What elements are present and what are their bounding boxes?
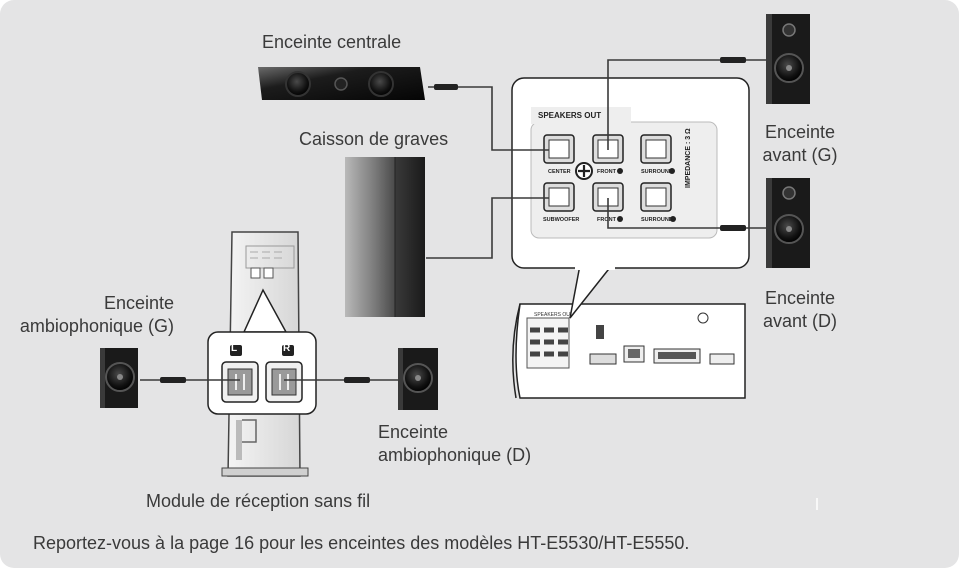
subwoofer (345, 157, 425, 317)
surround-right-label-line1: Enceinte (378, 422, 449, 442)
front-right-label-line1: Enceinte (764, 288, 836, 308)
terminal-label-front-left: FRONT (597, 169, 617, 175)
svg-text:SPEAKERS OUT: SPEAKERS OUT (534, 312, 573, 318)
terminal-label-subwoofer: SUBWOOFER (543, 217, 579, 223)
center-speaker-label: Enceinte centrale (262, 32, 402, 52)
front-right-label-line2: avant (D) (762, 311, 838, 331)
module-right-label: R (283, 343, 291, 354)
front-left-label-line2: avant (G) (762, 145, 838, 165)
cable-connectors (160, 57, 746, 383)
surround-left-speaker (100, 348, 138, 408)
plus-icon (575, 162, 593, 180)
front-right-label: Enceinte avant (D) (755, 287, 845, 333)
module-left-label: L (231, 343, 238, 354)
surround-right-label: Enceinte ambiophonique (D) (378, 421, 531, 467)
surround-left-label-line1: Enceinte (103, 293, 174, 313)
wireless-module-label: Module de réception sans fil (146, 491, 371, 511)
front-left-label-line1: Enceinte (764, 122, 836, 142)
subwoofer-label: Caisson de graves (299, 129, 449, 149)
speakers-out-title: SPEAKERS OUT (538, 111, 601, 120)
terminal-surround-left (640, 134, 672, 164)
center-speaker (258, 67, 425, 100)
main-unit-rear: SPEAKERS OUT (512, 303, 746, 399)
front-right-speaker (766, 178, 810, 268)
terminal-center (543, 134, 575, 164)
impedance-label: IMPEDANCE : 3 Ω (685, 128, 692, 188)
terminal-label-surround-right: SURROUND (641, 217, 673, 223)
module-terminal-callout (207, 288, 317, 415)
front-left-speaker (766, 14, 810, 104)
surround-left-label: Enceinte ambiophonique (G) (4, 292, 174, 338)
terminal-surround-right (640, 182, 672, 212)
footnote: Reportez-vous à la page 16 pour les ence… (33, 533, 690, 553)
front-left-label: Enceinte avant (G) (755, 121, 845, 167)
terminal-label-center: CENTER (548, 169, 571, 175)
speaker-cables (140, 59, 766, 381)
terminal-label-front-right: FRONT (597, 217, 617, 223)
terminal-subwoofer (543, 182, 575, 212)
surround-right-label-line2: ambiophonique (D) (378, 445, 532, 465)
surround-left-label-line2: ambiophonique (G) (19, 316, 174, 336)
surround-right-speaker (398, 348, 438, 410)
speakers-out-panel: SPEAKERS OUT CENTER FRONT SURROUND SUBWO… (511, 77, 750, 319)
terminal-label-surround-left: SURROUND (641, 169, 673, 175)
